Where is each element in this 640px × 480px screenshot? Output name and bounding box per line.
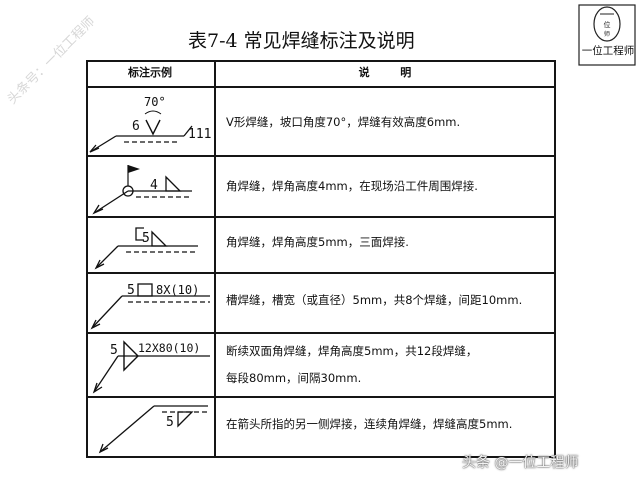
svg-text:师: 师 xyxy=(604,30,610,38)
symbol-label-width: 5 xyxy=(127,283,135,298)
logo-mark: 位 师 xyxy=(578,4,636,66)
logo-caption: 一位工程师 xyxy=(581,45,635,57)
symbol-label-size: 5 xyxy=(110,343,118,358)
table-border-left xyxy=(86,60,88,458)
row-3-description: 角焊缝，焊角高度5mm，三面焊接. xyxy=(226,235,409,249)
page-title: 表7-4 常见焊缝标注及说明 xyxy=(188,30,415,52)
header-explain: 说 明 xyxy=(358,66,412,79)
table-header-divider xyxy=(86,86,556,88)
weld-symbol-intermittent-double-fillet: 5 12X80(10) xyxy=(92,340,210,394)
symbol-label-size: 5 xyxy=(142,231,150,246)
symbol-label-size: 5 xyxy=(166,415,174,430)
table-row-divider xyxy=(86,396,556,398)
symbol-label-process: 111 xyxy=(188,127,211,142)
weld-symbol-other-side-fillet: 5 xyxy=(98,405,208,454)
row-2-description: 角焊缝，焊角高度4mm，在现场沿工件周围焊接. xyxy=(226,179,478,193)
row-1-description: V形焊缝，坡口角度70°，焊缝有效高度6mm. xyxy=(226,115,461,129)
header-example: 标注示例 xyxy=(128,66,172,79)
table-row-divider xyxy=(86,216,556,218)
table-row-divider xyxy=(86,155,556,157)
row-5-description-line2: 每段80mm，间隔30mm. xyxy=(226,371,362,385)
symbol-label-angle: 70° xyxy=(144,95,166,109)
symbol-label-size: 6 xyxy=(132,119,140,134)
table-column-divider xyxy=(214,60,216,458)
row-5-description-line1: 断续双面角焊缝，焊角高度5mm，共12段焊缝， xyxy=(226,344,478,358)
symbol-label-size: 4 xyxy=(150,178,158,193)
row-4-description: 槽焊缝，槽宽（或直径）5mm，共8个焊缝，间距10mm. xyxy=(226,293,523,307)
table-row-divider xyxy=(86,272,556,274)
row-6-description: 在箭头所指的另一侧焊接，连续角焊缝，焊缝高度5mm. xyxy=(226,417,513,431)
table-row-divider xyxy=(86,332,556,334)
svg-text:位: 位 xyxy=(604,20,611,29)
credit-watermark: 头条 @一位工程师 xyxy=(462,455,579,471)
weld-symbol-three-side-fillet: 5 xyxy=(94,227,198,270)
table-border-bottom xyxy=(86,456,556,458)
weld-symbol-fillet-all-around: 4 xyxy=(92,165,192,215)
table-border-right xyxy=(554,60,556,458)
symbol-label-count-pitch: 8X(10) xyxy=(156,283,199,297)
weld-symbol-v-groove: 70° 6 111 xyxy=(89,95,211,153)
table-border-top xyxy=(86,60,556,62)
symbol-label-segments: 12X80(10) xyxy=(138,341,200,355)
weld-symbol-slot: 5 8X(10) xyxy=(90,283,210,330)
